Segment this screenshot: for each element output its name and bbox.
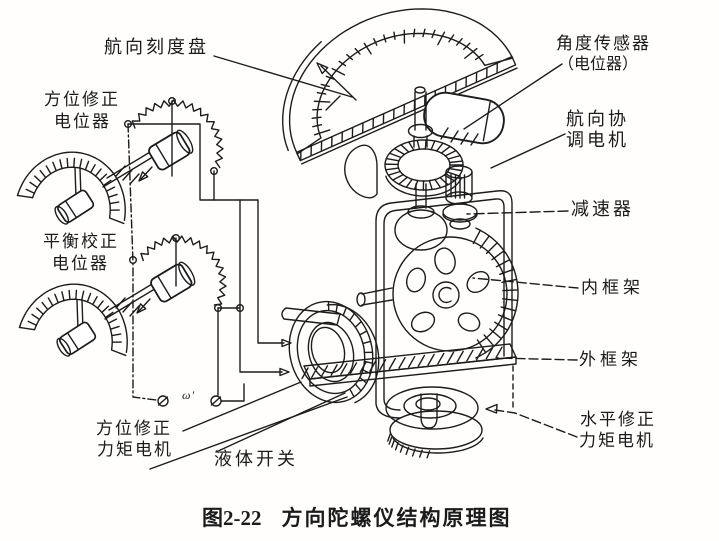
pot-wipers: [54, 167, 97, 357]
base-plate: [301, 343, 517, 387]
leader-inner-frame: [472, 277, 579, 289]
potentiometer-arcs-drawing: [16, 151, 128, 357]
terminal-icon: [157, 395, 169, 407]
outer-frame-drawing: [375, 190, 513, 419]
label-reducer: 减速器: [571, 199, 634, 219]
figure-number: 图2-22: [202, 506, 262, 530]
trunnion-rod: [281, 307, 341, 326]
ground-line: [149, 396, 348, 470]
coordination-motor-housing: [423, 91, 505, 146]
label-outer-frame: 外框架: [579, 350, 642, 369]
label-angle-sensor-line2: （电位器）: [558, 56, 639, 73]
leader-heading-dial: [213, 55, 353, 98]
label-azimuth-pot-line1: 方位修正: [44, 90, 120, 109]
leader-reducer: [466, 210, 569, 215]
label-azimuth-motor-line2: 力矩电机: [97, 440, 173, 459]
leader-outer-frame: [496, 357, 578, 361]
label-liquid-switch: 液体开关: [214, 449, 298, 469]
gear-sectors-drawing: [131, 99, 227, 306]
leader-liquid-switch: [215, 392, 346, 453]
label-azimuth-motor-line1: 方位修正: [96, 419, 172, 438]
label-inner-frame: 内框架: [581, 278, 644, 297]
terminal-icon: [210, 395, 222, 407]
reducer-gear-drawing: [442, 165, 478, 230]
omega-mark: ω′: [182, 388, 196, 402]
label-coordination-motor-line2: 调电机: [566, 130, 629, 150]
label-coordination-motor-line1: 航向协: [566, 109, 629, 129]
ring-drawing: [288, 300, 380, 404]
dial-pointer-arrow-icon: [316, 62, 357, 111]
azimuth-shaft-assembly: [102, 129, 194, 188]
yoke-bracket: [344, 144, 378, 199]
lower-bearing: [394, 183, 448, 251]
label-horizontal-motor-line2: 力矩电机: [579, 431, 655, 450]
label-horizontal-motor-line1: 水平修正: [580, 410, 656, 429]
wiring: [123, 96, 292, 407]
leader-horizontal-motor: [494, 409, 578, 438]
leader-lines: [149, 55, 579, 470]
gimbal-shaft: [407, 86, 434, 148]
inner-frame-rotor-disc: [356, 236, 508, 352]
label-balance-pot-line2: 电位器: [52, 254, 109, 273]
label-azimuth-pot-line2: 电位器: [54, 112, 111, 131]
figure-caption: 图2-22 方向陀螺仪结构原理图: [202, 502, 512, 532]
leader-azimuth-motor: [182, 381, 302, 432]
crown-gear-drawing: [384, 139, 464, 197]
horizontal-torque-motor-drawing: [385, 386, 484, 459]
rotor-rim-drawing: [472, 227, 519, 359]
label-heading-dial: 航向刻度盘: [104, 37, 209, 57]
figure-title: 方向陀螺仪结构原理图: [281, 506, 512, 530]
leader-coordination-motor: [490, 133, 566, 169]
label-balance-pot-line1: 平衡校正: [43, 232, 119, 251]
label-angle-sensor-line1: 角度传感器: [556, 34, 651, 53]
balance-shaft-assembly: [104, 261, 196, 320]
leader-angle-sensor: [463, 63, 563, 130]
